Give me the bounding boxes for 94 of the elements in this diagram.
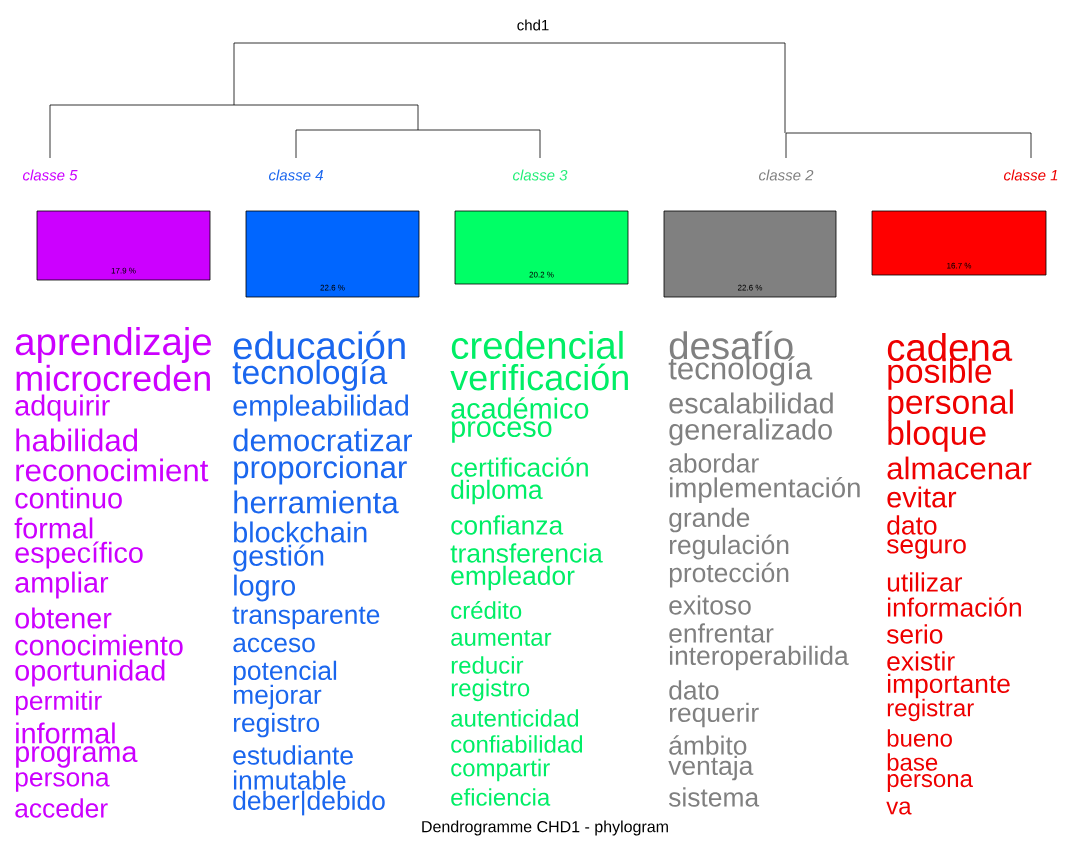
class-bar: 22.6 % [663, 210, 837, 298]
word-label: ventaja [668, 755, 754, 781]
word-label: adquirir [15, 394, 110, 422]
word-label: interoperabilida [670, 645, 849, 671]
word-label: implementación [670, 477, 860, 504]
word-label: evitar [887, 486, 957, 508]
word-label: reconocimient [16, 458, 209, 482]
word-label: académico [451, 397, 589, 419]
word-label: escalabilidad [669, 392, 833, 414]
word-label: inmutable [234, 770, 346, 790]
word-label: potencial [233, 660, 337, 686]
word-label: certificación [451, 457, 588, 477]
word-label: confiabilidad [451, 735, 583, 753]
word-label: educación [233, 330, 405, 360]
word-label: compartir [451, 758, 550, 782]
word-label: registrar [887, 698, 974, 722]
word-label: almacenar [887, 456, 1032, 480]
word-label: transferencia [450, 543, 603, 563]
word-label: importante [888, 673, 1010, 699]
word-label: registro [451, 678, 530, 702]
word-label: dato [669, 680, 719, 700]
word-label: aprendizaje [15, 327, 211, 363]
word-label: proceso [452, 421, 552, 443]
word-label: verificación [450, 363, 628, 391]
word-label: oportunidad [15, 659, 165, 687]
word-label: microcreden [16, 364, 210, 392]
word-label: requerir [669, 702, 759, 728]
word-label: regulación [669, 534, 789, 560]
word-label: reducir [451, 656, 524, 674]
word-label: sistema [668, 787, 760, 807]
word-label: herramienta [234, 490, 399, 514]
word-label: bloque [888, 420, 986, 452]
word-label: eficiencia [451, 788, 551, 806]
word-label: crédito [451, 601, 522, 619]
word-label: generalizado [669, 418, 832, 446]
word-label: permitir [15, 690, 102, 716]
word-label: ampliar [15, 571, 109, 599]
word-label: empleador [451, 565, 575, 591]
word-label: aumentar [451, 630, 552, 646]
word-label: formal [14, 517, 93, 539]
word-label: acceder [15, 798, 108, 818]
word-label: acceso [233, 637, 315, 653]
word-label: protección [669, 562, 789, 588]
word-label: estudiante [233, 745, 353, 765]
word-label: exitoso [669, 595, 751, 615]
word-label: democratizar [233, 428, 412, 452]
word-label: utilizar [887, 572, 963, 592]
word-label: blockchain [234, 521, 367, 543]
word-label: seguro [886, 539, 966, 559]
word-label: persona [887, 774, 973, 792]
word-label: bueno [887, 729, 952, 747]
word-label: deber|debido [233, 790, 385, 816]
word-label: obtener [15, 607, 112, 629]
class-label: classe 3 [513, 169, 568, 181]
word-label: diploma [451, 479, 543, 505]
word-label: existir [887, 651, 955, 671]
word-label: proporcionar [234, 455, 407, 485]
class-label: classe 1 [1004, 169, 1058, 181]
word-label: específico [15, 541, 143, 569]
word-label: abordar [669, 453, 759, 473]
class-bar: 22.6 % [245, 210, 420, 298]
word-label: autenticidad [451, 709, 579, 727]
class-bar: 20.2 % [454, 210, 629, 285]
word-label: ámbito [669, 735, 747, 755]
word-label: información [888, 597, 1021, 617]
word-label: personal [888, 389, 1013, 421]
word-label: serio [886, 624, 943, 644]
word-label: confianza [451, 515, 564, 535]
word-label: conocimiento [15, 634, 183, 656]
word-label: grande [669, 507, 750, 533]
word-label: programa [16, 746, 138, 768]
word-label: dato [887, 515, 937, 535]
word-label: mejorar [233, 684, 322, 710]
word-label: logro [234, 574, 295, 602]
word-label: empleabilidad [233, 394, 408, 422]
class-label: classe 5 [23, 169, 78, 181]
word-label: continuo [15, 487, 122, 509]
word-label: persona [15, 772, 110, 792]
chart-title: chd1 [517, 19, 549, 31]
class-bar: 16.7 % [871, 210, 1047, 276]
caption: Dendrogramme CHD1 - phylogram [422, 820, 668, 836]
word-label: enfrentar [669, 623, 774, 643]
class-bar: 17.9 % [36, 210, 211, 281]
word-label: registro [233, 712, 320, 738]
word-label: va [886, 801, 912, 815]
class-label: classe 4 [269, 169, 323, 181]
word-label: transparente [232, 606, 380, 630]
word-label: credencial [451, 330, 623, 360]
word-label: gestión [233, 544, 324, 572]
word-label: habilidad [16, 428, 138, 452]
word-label: base [887, 753, 938, 771]
word-label: informal [16, 722, 115, 744]
word-label: tecnología [232, 359, 388, 391]
class-label: classe 2 [759, 169, 814, 181]
